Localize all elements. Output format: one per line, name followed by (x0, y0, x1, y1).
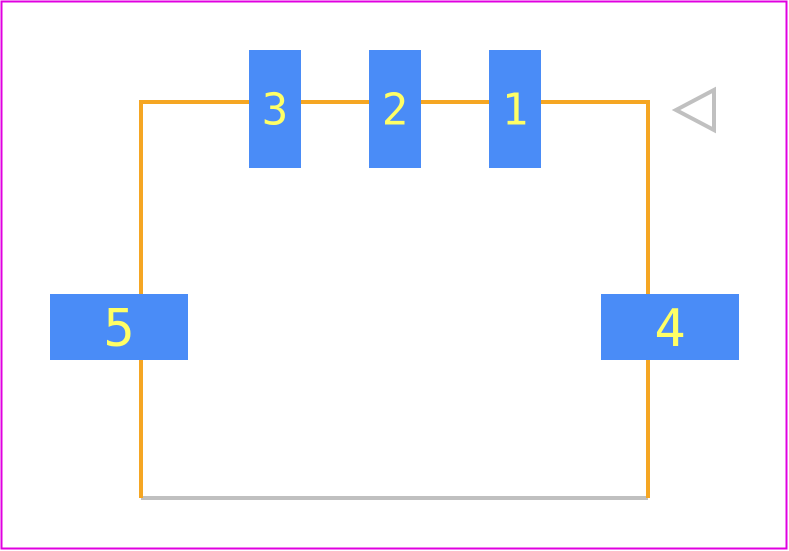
pad-5[interactable]: 5 (50, 294, 188, 360)
pad-2[interactable]: 2 (369, 50, 421, 168)
triangle-left-outline-icon (671, 86, 716, 134)
pads: 3 2 1 5 4 (50, 50, 739, 360)
pad-number: 2 (382, 85, 409, 136)
pad-3[interactable]: 3 (249, 50, 301, 168)
pad-4[interactable]: 4 (601, 294, 739, 360)
pad-number: 5 (103, 299, 134, 359)
pad-number: 1 (502, 85, 529, 136)
pad-1[interactable]: 1 (489, 50, 541, 168)
pad-number: 4 (654, 299, 685, 359)
pad-number: 3 (262, 85, 289, 136)
